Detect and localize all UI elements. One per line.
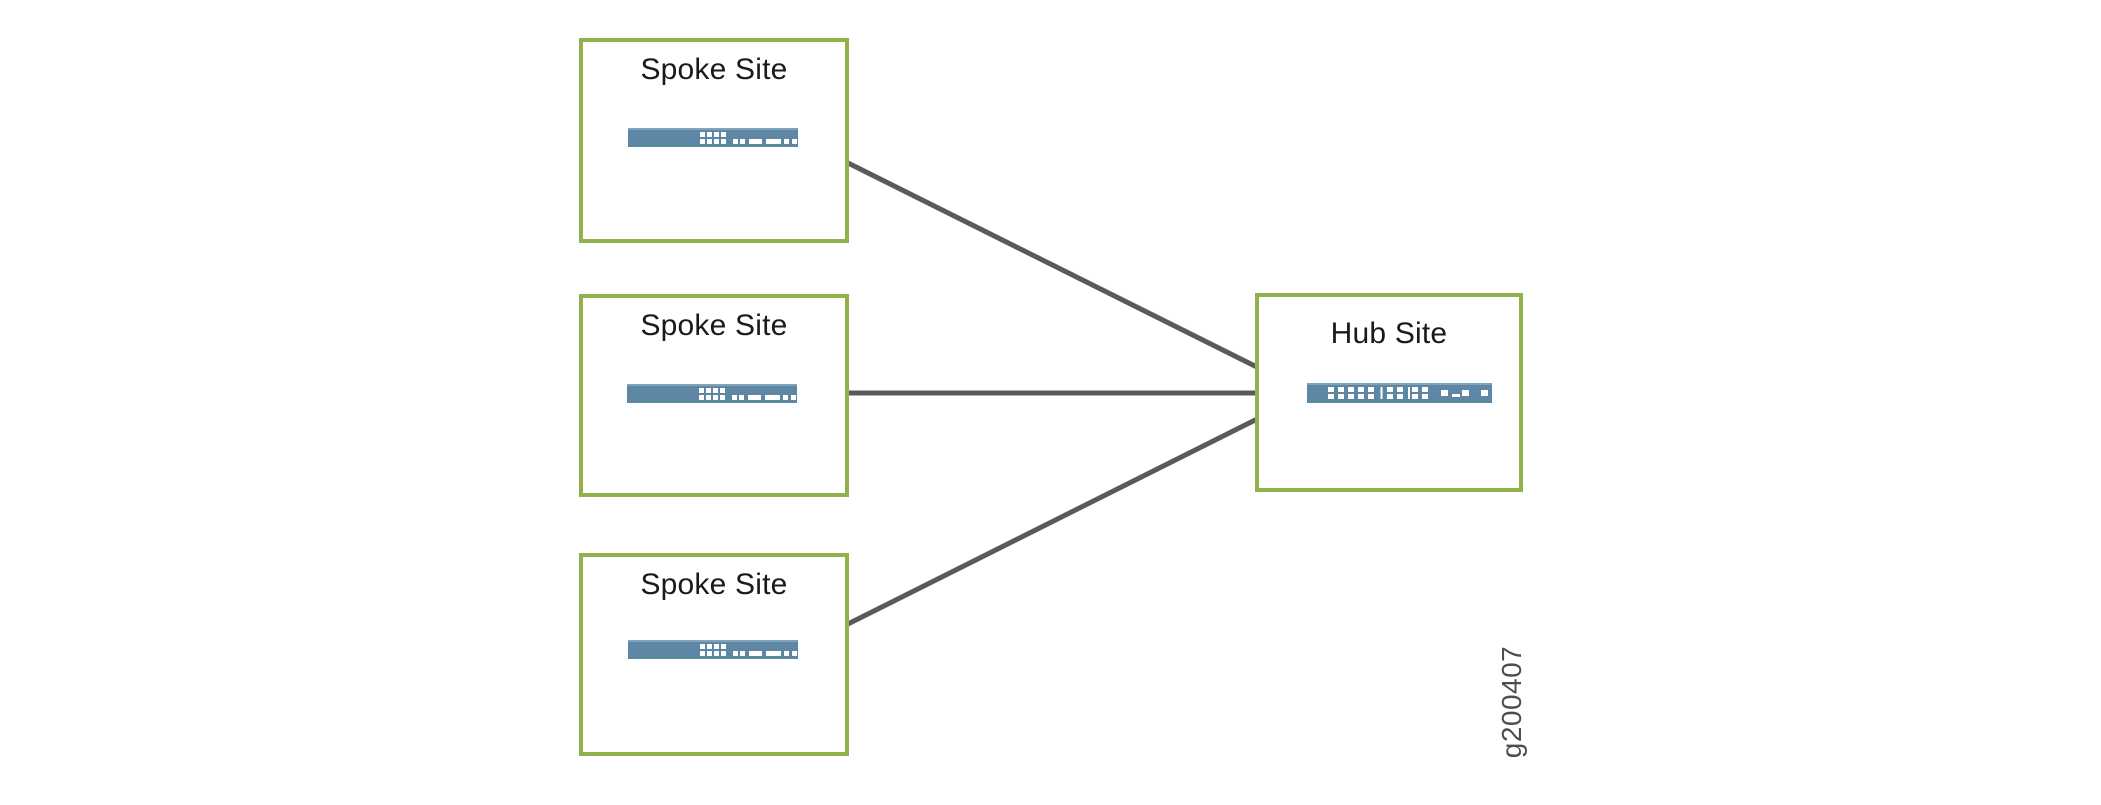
switch-icon	[627, 384, 797, 403]
site-title: Hub Site	[1330, 317, 1448, 350]
hub-device-icon	[1307, 383, 1492, 403]
link-spoke3-hub	[794, 390, 1311, 653]
site-box-spoke-3: Spoke Site	[579, 553, 849, 756]
figure-id-label: g200407	[1496, 645, 1527, 759]
switch-icon	[628, 128, 798, 147]
site-title: Spoke Site	[640, 309, 788, 342]
site-title: Spoke Site	[640, 568, 788, 601]
switch-icon	[628, 640, 798, 659]
link-spoke1-hub	[794, 134, 1311, 396]
site-title: Spoke Site	[640, 53, 788, 86]
